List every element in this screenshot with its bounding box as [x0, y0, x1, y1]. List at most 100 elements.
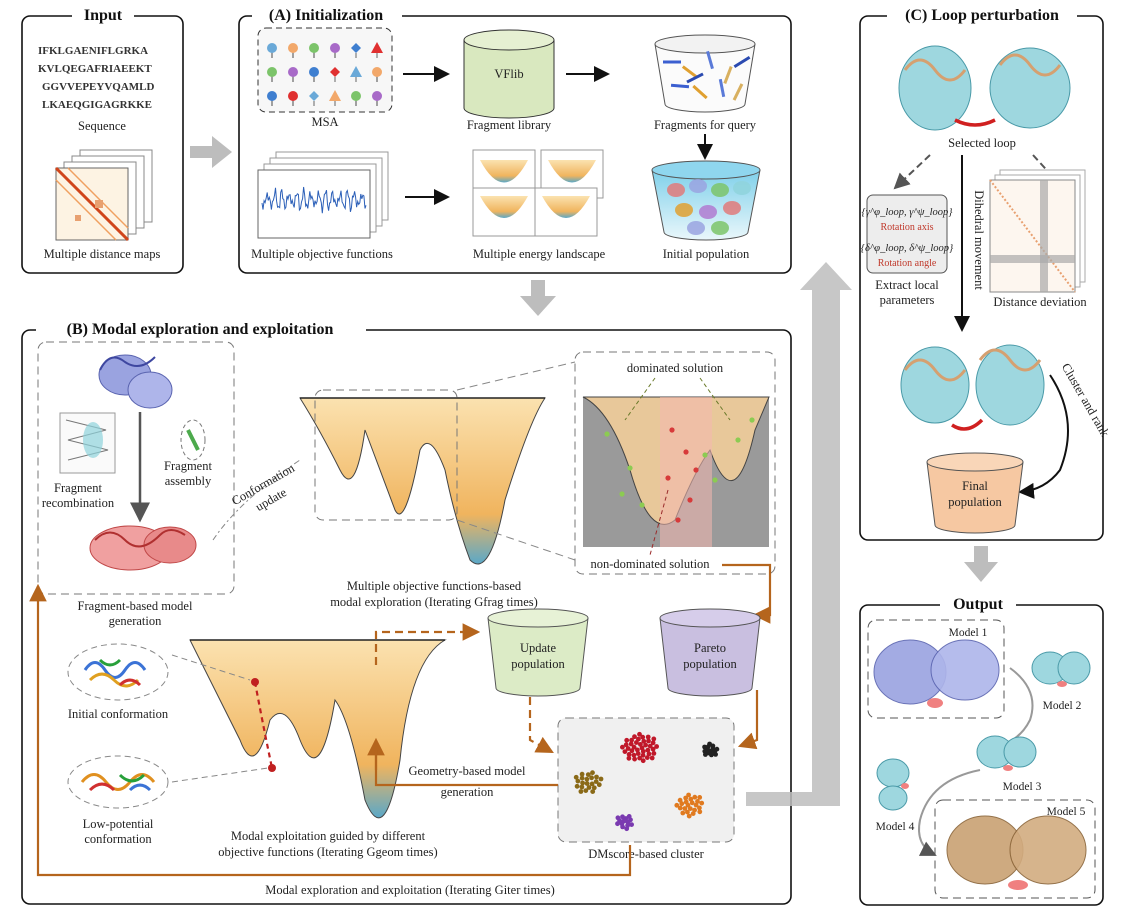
- msa-glyph: [351, 43, 361, 53]
- cluster-point: [623, 742, 629, 748]
- cluster-point: [635, 751, 641, 756]
- vflib-label: VFlib: [494, 67, 523, 81]
- update-population-bucket: Update population: [487, 608, 589, 697]
- initial-population-label: Initial population: [663, 247, 750, 261]
- extract-local-line2: parameters: [880, 293, 935, 307]
- sequence-line-2: KVLQEGAFRIAEEKT: [38, 63, 152, 75]
- cluster-point: [636, 736, 641, 742]
- pareto-population-bucket: Pareto population: [659, 608, 761, 697]
- cluster-point: [644, 755, 650, 760]
- fragments-query-label: Fragments for query: [654, 118, 757, 132]
- exploration-caption-line1: Multiple objective functions-based: [347, 579, 522, 593]
- cluster-point: [713, 752, 718, 757]
- geometry-line1: Geometry-based model: [409, 764, 527, 778]
- fragment-library-label: Fragment library: [467, 118, 552, 132]
- fragment-stick: [732, 83, 744, 101]
- energy-landscape-label: Multiple energy landscape: [473, 247, 606, 261]
- cluster-point: [654, 744, 659, 749]
- cluster-point: [640, 758, 646, 764]
- cluster-point: [615, 815, 621, 821]
- cluster-point: [650, 740, 656, 746]
- fragment-assembly-line1: Fragment: [164, 459, 212, 473]
- update-population-line2: population: [511, 657, 565, 671]
- cluster-point: [714, 746, 720, 752]
- non-dominated-band: [660, 397, 712, 547]
- sequence-letters: IFKLGAENIFLGRKA KVLQEGAFRIAEEKT GGVVEPEY…: [38, 45, 155, 111]
- population-member: [689, 179, 707, 193]
- msa-glyph: [351, 91, 361, 101]
- initial-population-bucket: [651, 160, 761, 241]
- non-dominated-label: non-dominated solution: [590, 557, 710, 571]
- msa-glyph: [309, 67, 319, 77]
- cluster-point: [688, 796, 694, 802]
- cluster-point: [598, 776, 604, 782]
- cluster-point: [580, 780, 585, 786]
- dmscore-label: DMscore-based cluster: [588, 847, 704, 861]
- non-dominated-point: [669, 427, 675, 433]
- cluster-point: [626, 814, 632, 819]
- cluster-point: [695, 799, 700, 804]
- pareto-population-line2: population: [683, 657, 737, 671]
- cluster-point: [579, 784, 585, 790]
- cluster-point: [677, 805, 683, 811]
- exploitation-landscape: [189, 639, 447, 819]
- distance-deviation-map: [989, 169, 1086, 293]
- dominated-point: [712, 477, 718, 483]
- cluster-point: [615, 821, 620, 827]
- pareto-zoom-box: [574, 351, 776, 575]
- cluster-point: [674, 802, 680, 808]
- cluster-point: [626, 752, 632, 757]
- sequence-line-4: LKAEQGIGAGRKKE: [42, 99, 152, 111]
- cluster-point: [651, 736, 657, 742]
- cluster-point: [697, 795, 703, 800]
- iteration-loop-arrow: [29, 583, 632, 877]
- cluster-rank-label: Cluster and rank: [1059, 361, 1113, 440]
- cluster-point: [583, 788, 589, 793]
- cluster-point: [632, 756, 637, 762]
- initial-conformation-ellipse: [67, 643, 169, 701]
- cluster-point: [650, 746, 656, 752]
- cluster-point: [640, 734, 646, 740]
- cluster-point: [646, 751, 652, 757]
- model5-label: Model 5: [1047, 806, 1086, 818]
- msa-glyph: [309, 43, 319, 53]
- cluster-point: [693, 802, 699, 808]
- distance-map-stack: [54, 149, 153, 242]
- cluster-point: [629, 737, 634, 743]
- cluster-point: [685, 809, 690, 815]
- selected-loop-label: Selected loop: [948, 136, 1016, 150]
- update-population-line1: Update: [520, 641, 557, 655]
- cluster-point: [625, 746, 631, 751]
- dominated-label: dominated solution: [627, 361, 724, 375]
- extract-local-line1: Extract local: [875, 278, 939, 292]
- cluster-point: [699, 800, 705, 806]
- population-member: [699, 205, 717, 219]
- cluster-point: [584, 781, 590, 786]
- cluster-point: [640, 752, 646, 758]
- cluster-point: [682, 806, 688, 811]
- fragment-recombination-line2: recombination: [42, 496, 115, 510]
- cluster-point: [632, 734, 637, 740]
- rainbow-protein-2: [80, 773, 156, 792]
- msa-glyph: [288, 91, 298, 101]
- fragment-stick: [733, 55, 751, 69]
- msa-glyph: [267, 67, 277, 77]
- init-to-modal-arrow: [520, 280, 556, 316]
- msa-glyph: [372, 91, 382, 101]
- cluster-point: [626, 755, 632, 761]
- cluster-point: [649, 755, 655, 761]
- model3-protein: [976, 735, 1037, 771]
- output-title: Output: [953, 596, 1003, 613]
- cluster-point: [573, 774, 579, 780]
- low-potential-line2: conformation: [84, 832, 152, 846]
- msa-glyph: [288, 43, 298, 53]
- cluster-point: [620, 814, 625, 820]
- cluster-point: [596, 782, 602, 788]
- model1-label: Model 1: [949, 627, 988, 639]
- model1-box: [867, 619, 1005, 719]
- final-population-line2: population: [948, 495, 1002, 509]
- modal-to-loop-arrow: [746, 262, 852, 806]
- exploration-landscape: [299, 397, 546, 565]
- blue-protein: [98, 354, 173, 409]
- dominated-point: [604, 431, 610, 437]
